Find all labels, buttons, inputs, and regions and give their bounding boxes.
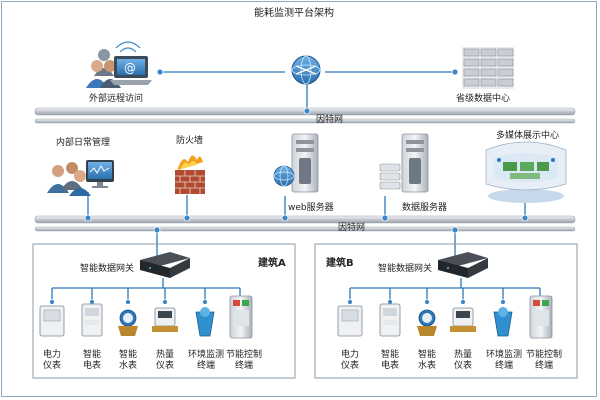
heat-meter-icon xyxy=(450,307,476,332)
heat-meter-icon xyxy=(152,307,178,332)
building-a-box xyxy=(32,243,296,379)
environment-monitor-icon xyxy=(493,307,513,337)
gateway-a-label: 智能数据网关 xyxy=(80,264,135,274)
junction-nodes xyxy=(49,68,543,305)
device-label: 节能控制终端 xyxy=(225,350,262,371)
device-label: 热量仪表 xyxy=(453,350,472,371)
smart-electric-meter-icon xyxy=(379,303,401,337)
device-label: 电力仪表 xyxy=(42,350,61,371)
device-label: 环境监测终端 xyxy=(187,350,224,371)
device-label: 智能水表 xyxy=(118,350,137,371)
building-b-title: 建筑B xyxy=(326,258,354,269)
internal-users-icon xyxy=(47,160,114,196)
remote-access-label: 外部远程访问 xyxy=(89,94,144,104)
smart-water-meter-icon xyxy=(118,309,138,336)
provincial-center-label: 省级数据中心 xyxy=(456,94,511,104)
power-meter-icon xyxy=(337,305,363,337)
building-a-title: 建筑A xyxy=(258,258,286,269)
db-server-label: 数据服务器 xyxy=(402,203,448,213)
firewall-icon xyxy=(175,155,205,194)
ethernet-bus-middle xyxy=(34,215,576,232)
internal-mgmt-label: 内部日常管理 xyxy=(56,138,111,148)
internet-router-icon xyxy=(291,55,321,85)
smart-water-meter-icon xyxy=(417,309,437,336)
web-server-label: web服务器 xyxy=(288,203,334,213)
device-label: 智能电表 xyxy=(380,350,399,371)
multimedia-center-icon xyxy=(485,141,567,203)
multimedia-label: 多媒体展示中心 xyxy=(496,131,560,141)
device-label: 智能水表 xyxy=(417,350,436,371)
device-label: 智能电表 xyxy=(82,350,101,371)
firewall-label: 防火墙 xyxy=(176,136,204,146)
gateway-b-icon xyxy=(438,252,488,278)
device-label: 环境监测终端 xyxy=(485,350,522,371)
diagram-title: 能耗监测平台架构 xyxy=(254,8,334,19)
device-label: 电力仪表 xyxy=(340,350,359,371)
gateway-b-label: 智能数据网关 xyxy=(378,264,433,274)
ethernet-label-middle: 因特网 xyxy=(338,223,366,233)
svg-text:@: @ xyxy=(124,61,136,75)
data-center-icon xyxy=(462,47,514,89)
device-label: 节能控制终端 xyxy=(525,350,562,371)
gateway-a-icon xyxy=(140,252,190,278)
remote-users-icon: @ xyxy=(86,41,152,88)
ethernet-label-top: 因特网 xyxy=(316,115,344,125)
energy-control-terminal-icon xyxy=(529,295,553,339)
building-b-box xyxy=(314,243,578,379)
web-server-icon xyxy=(273,133,319,193)
database-server-icon xyxy=(379,133,429,193)
energy-control-terminal-icon xyxy=(229,295,253,339)
environment-monitor-icon xyxy=(195,307,215,337)
power-meter-icon xyxy=(39,305,65,337)
device-label: 热量仪表 xyxy=(155,350,174,371)
smart-electric-meter-icon xyxy=(81,303,103,337)
